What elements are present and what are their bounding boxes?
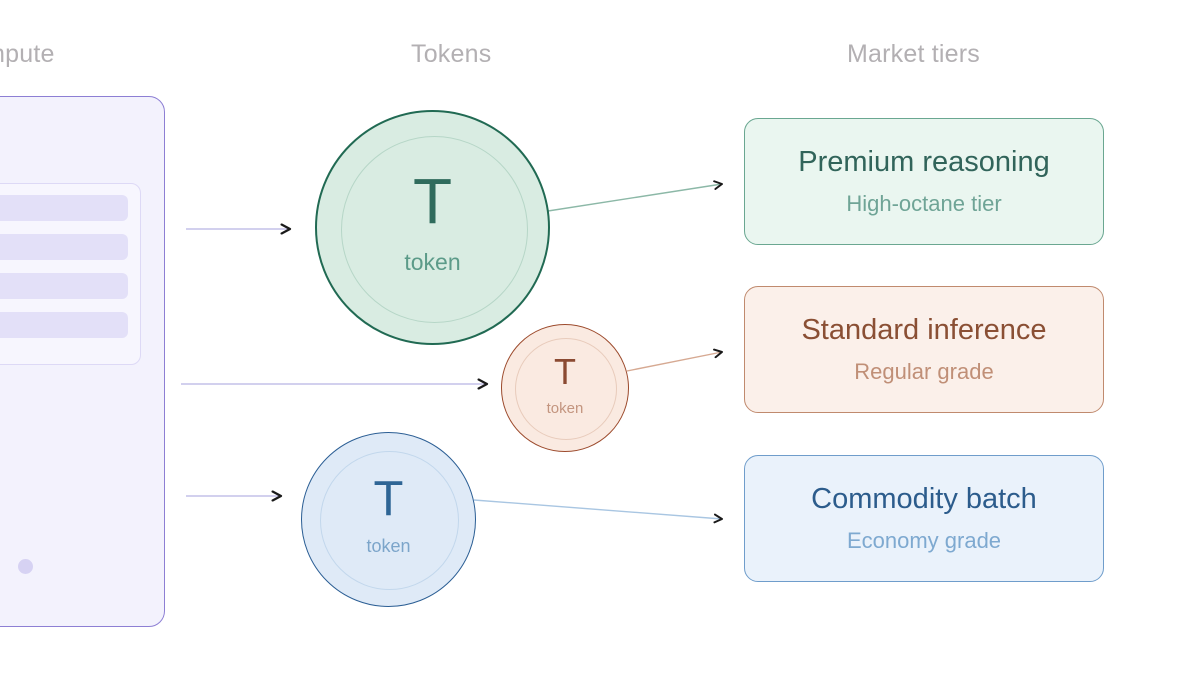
column-header-tokens: Tokens (411, 40, 492, 68)
tier-card-premium-reasoning[interactable]: Premium reasoning High-octane tier (744, 118, 1104, 245)
compute-panel[interactable] (0, 96, 165, 627)
wire-token-blue-to-commodity (473, 499, 723, 524)
tier-card-standard-inference[interactable]: Standard inference Regular grade (744, 286, 1104, 413)
pagination-dot[interactable] (18, 559, 33, 574)
token-caption: token (404, 249, 461, 275)
compute-job-list (0, 183, 141, 365)
token-glyph: T (554, 350, 576, 392)
compute-job-row (0, 312, 128, 338)
compute-job-row (0, 273, 128, 299)
compute-job-row (0, 234, 128, 260)
tier-subtitle: Regular grade (854, 358, 994, 384)
tier-title: Premium reasoning (798, 145, 1050, 178)
token-coin-commodity[interactable]: T token (301, 432, 476, 607)
coin-inner-ring (515, 338, 617, 440)
token-glyph: T (412, 165, 453, 237)
compute-job-row (0, 195, 128, 221)
token-coin-standard[interactable]: T token (501, 324, 629, 452)
token-glyph: T (373, 472, 404, 526)
token-caption: token (366, 536, 411, 556)
token-coin-premium[interactable]: T token (315, 110, 550, 345)
compute-pagination-dots[interactable] (0, 559, 166, 574)
wire-token-green-to-premium (547, 180, 723, 212)
coin-inner-ring (341, 136, 528, 323)
token-caption: token (546, 399, 584, 417)
tier-subtitle: Economy grade (846, 527, 1002, 553)
tier-title: Commodity batch (811, 482, 1037, 515)
column-header-market-tiers: Market tiers (847, 40, 980, 68)
tier-card-commodity-batch[interactable]: Commodity batch Economy grade (744, 455, 1104, 582)
tier-title: Standard inference (801, 313, 1047, 346)
coin-inner-ring (320, 451, 459, 590)
column-header-compute: ompute (0, 40, 55, 68)
tier-subtitle: High-octane tier (846, 190, 1002, 216)
wire-token-orange-to-standard (626, 348, 723, 372)
